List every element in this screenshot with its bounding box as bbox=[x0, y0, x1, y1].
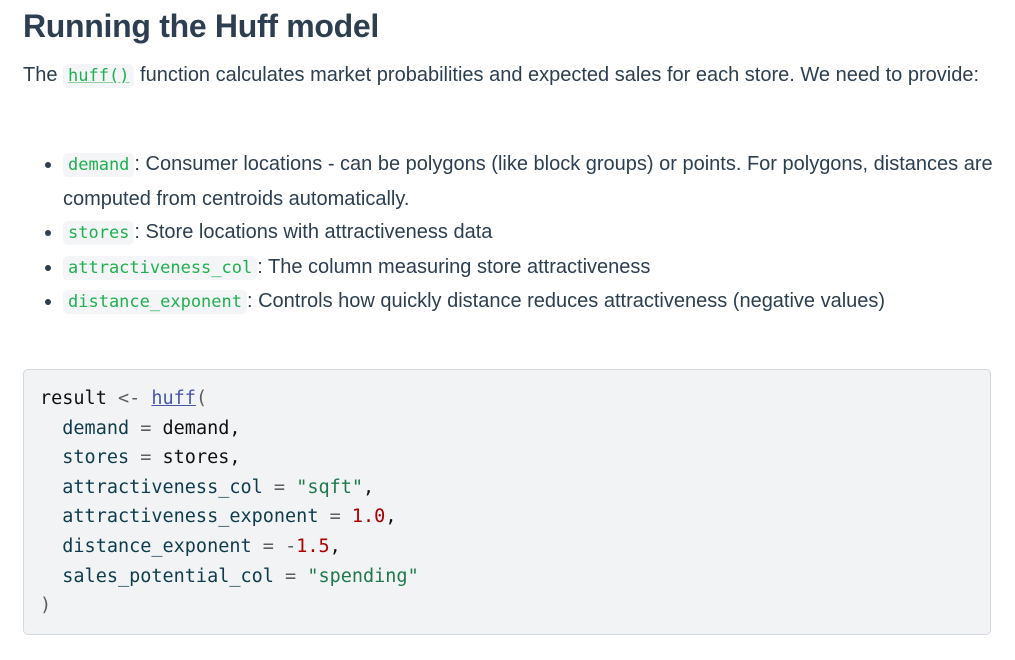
intro-text: The bbox=[23, 64, 64, 86]
arg-value: 1.0 bbox=[351, 506, 386, 528]
list-item: demand: Consumer locations - can be poly… bbox=[63, 148, 1015, 216]
arg-sep: , bbox=[363, 476, 375, 498]
arg-value: demand bbox=[162, 417, 230, 439]
code-text: result <- huff( demand = demand, stores … bbox=[40, 384, 419, 621]
list-item: stores: Store locations with attractiven… bbox=[63, 216, 1015, 251]
code-arg-line: demand = demand, bbox=[40, 417, 241, 439]
code-block: result <- huff( demand = demand, stores … bbox=[23, 369, 991, 635]
section-heading: Running the Huff model bbox=[23, 8, 380, 44]
arg-name: attractiveness_col bbox=[62, 476, 263, 498]
arg-value: "sqft" bbox=[296, 476, 364, 498]
code-paren: ) bbox=[40, 595, 52, 617]
arg-desc: : Controls how quickly distance reduces … bbox=[247, 290, 886, 313]
list-item: attractiveness_col: The column measuring… bbox=[63, 251, 1015, 286]
equals-op: = bbox=[251, 535, 286, 557]
equals-op: = bbox=[318, 506, 352, 528]
code-op: <- bbox=[117, 388, 141, 409]
arg-desc: : Consumer locations - can be polygons (… bbox=[63, 153, 993, 210]
arg-sep: , bbox=[229, 447, 241, 469]
arg-sep: , bbox=[385, 506, 397, 528]
arg-value: 1.5 bbox=[296, 535, 330, 557]
arg-value: "spending" bbox=[307, 565, 419, 587]
code-arg-line: distance_exponent = -1.5, bbox=[40, 535, 341, 557]
arg-sep: , bbox=[329, 535, 341, 557]
arg-name: sales_potential_col bbox=[62, 565, 274, 587]
arg-code: attractiveness_col bbox=[63, 255, 258, 280]
code-var: result bbox=[40, 388, 107, 409]
huff-code-link[interactable]: huff bbox=[151, 388, 196, 409]
arg-sep: , bbox=[229, 417, 241, 439]
arg-code: stores bbox=[63, 221, 135, 246]
equals-op: = bbox=[129, 417, 163, 439]
minus-op: - bbox=[285, 535, 297, 557]
argument-list: demand: Consumer locations - can be poly… bbox=[23, 148, 1015, 320]
code-paren: ( bbox=[195, 388, 208, 409]
arg-desc: : The column measuring store attractiven… bbox=[257, 255, 651, 278]
arg-code: distance_exponent bbox=[63, 290, 247, 315]
intro-text: function calculates market probabilities… bbox=[134, 64, 980, 86]
code-arg-line: attractiveness_exponent = 1.0, bbox=[40, 506, 396, 527]
arg-code: demand bbox=[63, 153, 135, 177]
arg-name: stores bbox=[62, 447, 130, 469]
equals-op: = bbox=[273, 565, 308, 587]
code-arg-line: attractiveness_col = "sqft", bbox=[40, 477, 374, 498]
equals-op: = bbox=[129, 447, 163, 469]
intro-paragraph: The huff() function calculates market pr… bbox=[23, 58, 998, 93]
equals-op: = bbox=[262, 476, 297, 498]
code-arg-line: sales_potential_col = "spending" bbox=[40, 565, 419, 587]
arg-desc: : Store locations with attractiveness da… bbox=[134, 221, 493, 244]
list-item: distance_exponent: Controls how quickly … bbox=[63, 285, 1015, 320]
arg-name: attractiveness_exponent bbox=[62, 506, 319, 528]
huff-function-link[interactable]: huff() bbox=[63, 64, 135, 88]
code-arg-line: stores = stores, bbox=[40, 447, 241, 469]
arg-name: demand bbox=[62, 417, 130, 439]
arg-name: distance_exponent bbox=[62, 535, 252, 557]
arg-value: stores bbox=[162, 447, 230, 469]
